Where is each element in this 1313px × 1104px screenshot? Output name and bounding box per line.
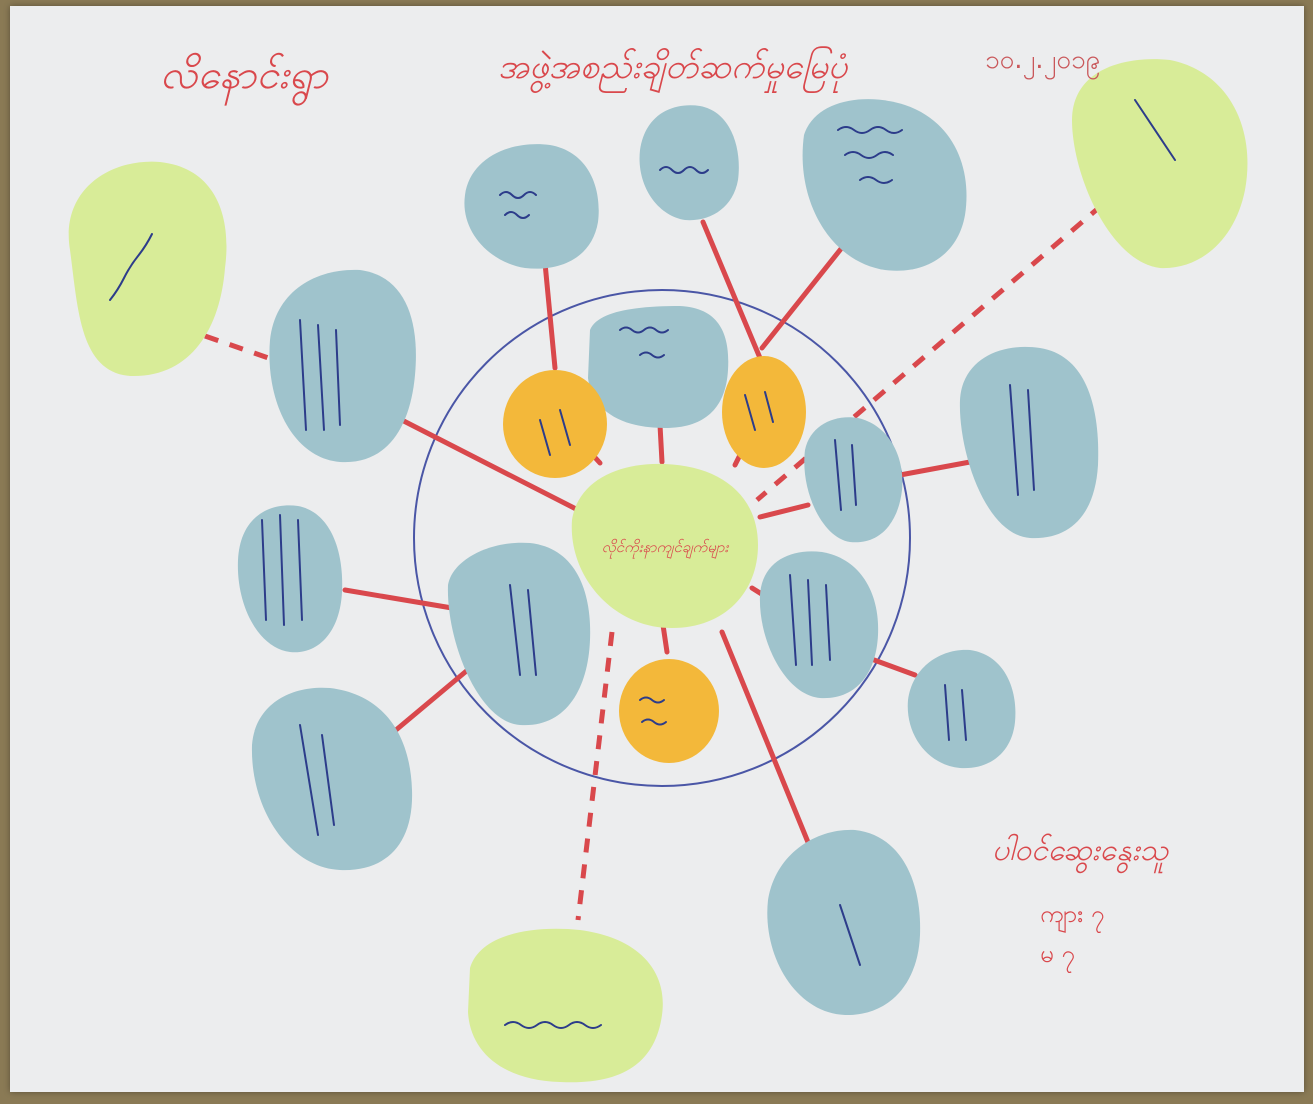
green-bubble-bottom xyxy=(468,928,663,1083)
blue-bubble-2 xyxy=(639,105,739,221)
yellow-bubble-left xyxy=(503,370,607,478)
center-label: လိုင်ကိုးနာကျင်ချက်များ xyxy=(602,538,730,559)
handwriting-marks xyxy=(109,99,1176,1029)
blue-bubble-13 xyxy=(767,829,921,1016)
yellow-bubble-bottom xyxy=(619,659,719,763)
blue-bubble-10 xyxy=(759,551,879,699)
poster-date: ၁၀.၂.၂၀၁၉ xyxy=(985,45,1101,80)
blue-bubble-9 xyxy=(447,542,591,726)
blue-bubble-5 xyxy=(588,306,729,428)
connection-map: လိနောင်းရွာ အဖွဲ့အစည်းချိတ်ဆက်မှုမြေပုံ … xyxy=(68,45,1248,1083)
blue-bubble-8 xyxy=(237,505,343,653)
green-bubbles xyxy=(68,59,1248,1083)
blue-bubble-3 xyxy=(802,99,967,271)
blue-bubble-7 xyxy=(959,346,1099,539)
poster-center-title: အဖွဲ့အစည်းချိတ်ဆက်မှုမြေပုံ xyxy=(498,46,848,93)
green-bubble-left xyxy=(68,161,227,377)
blue-bubbles xyxy=(237,99,1099,1016)
poster-left-title: လိနောင်းရွာ xyxy=(160,52,330,106)
poster-paper: လိနောင်းရွာ အဖွဲ့အစည်းချိတ်ဆက်မှုမြေပုံ … xyxy=(10,6,1304,1092)
blue-bubble-4 xyxy=(269,269,416,463)
participants-label: ပါဝင်ဆွေးနွေးသူ xyxy=(992,833,1170,874)
count-male: ကျား ၇ xyxy=(1040,900,1104,933)
center-bubble xyxy=(571,463,758,628)
dashed-connectors xyxy=(204,203,1104,921)
blue-bubble-1 xyxy=(464,144,599,269)
inner-ring xyxy=(413,289,911,787)
green-bubble-top-right xyxy=(1072,59,1248,269)
count-female: မ ၇ xyxy=(1040,940,1075,973)
blue-bubble-12 xyxy=(251,687,413,871)
yellow-bubbles xyxy=(503,356,806,763)
yellow-bubble-right xyxy=(722,356,806,468)
blue-bubble-11 xyxy=(907,649,1016,769)
